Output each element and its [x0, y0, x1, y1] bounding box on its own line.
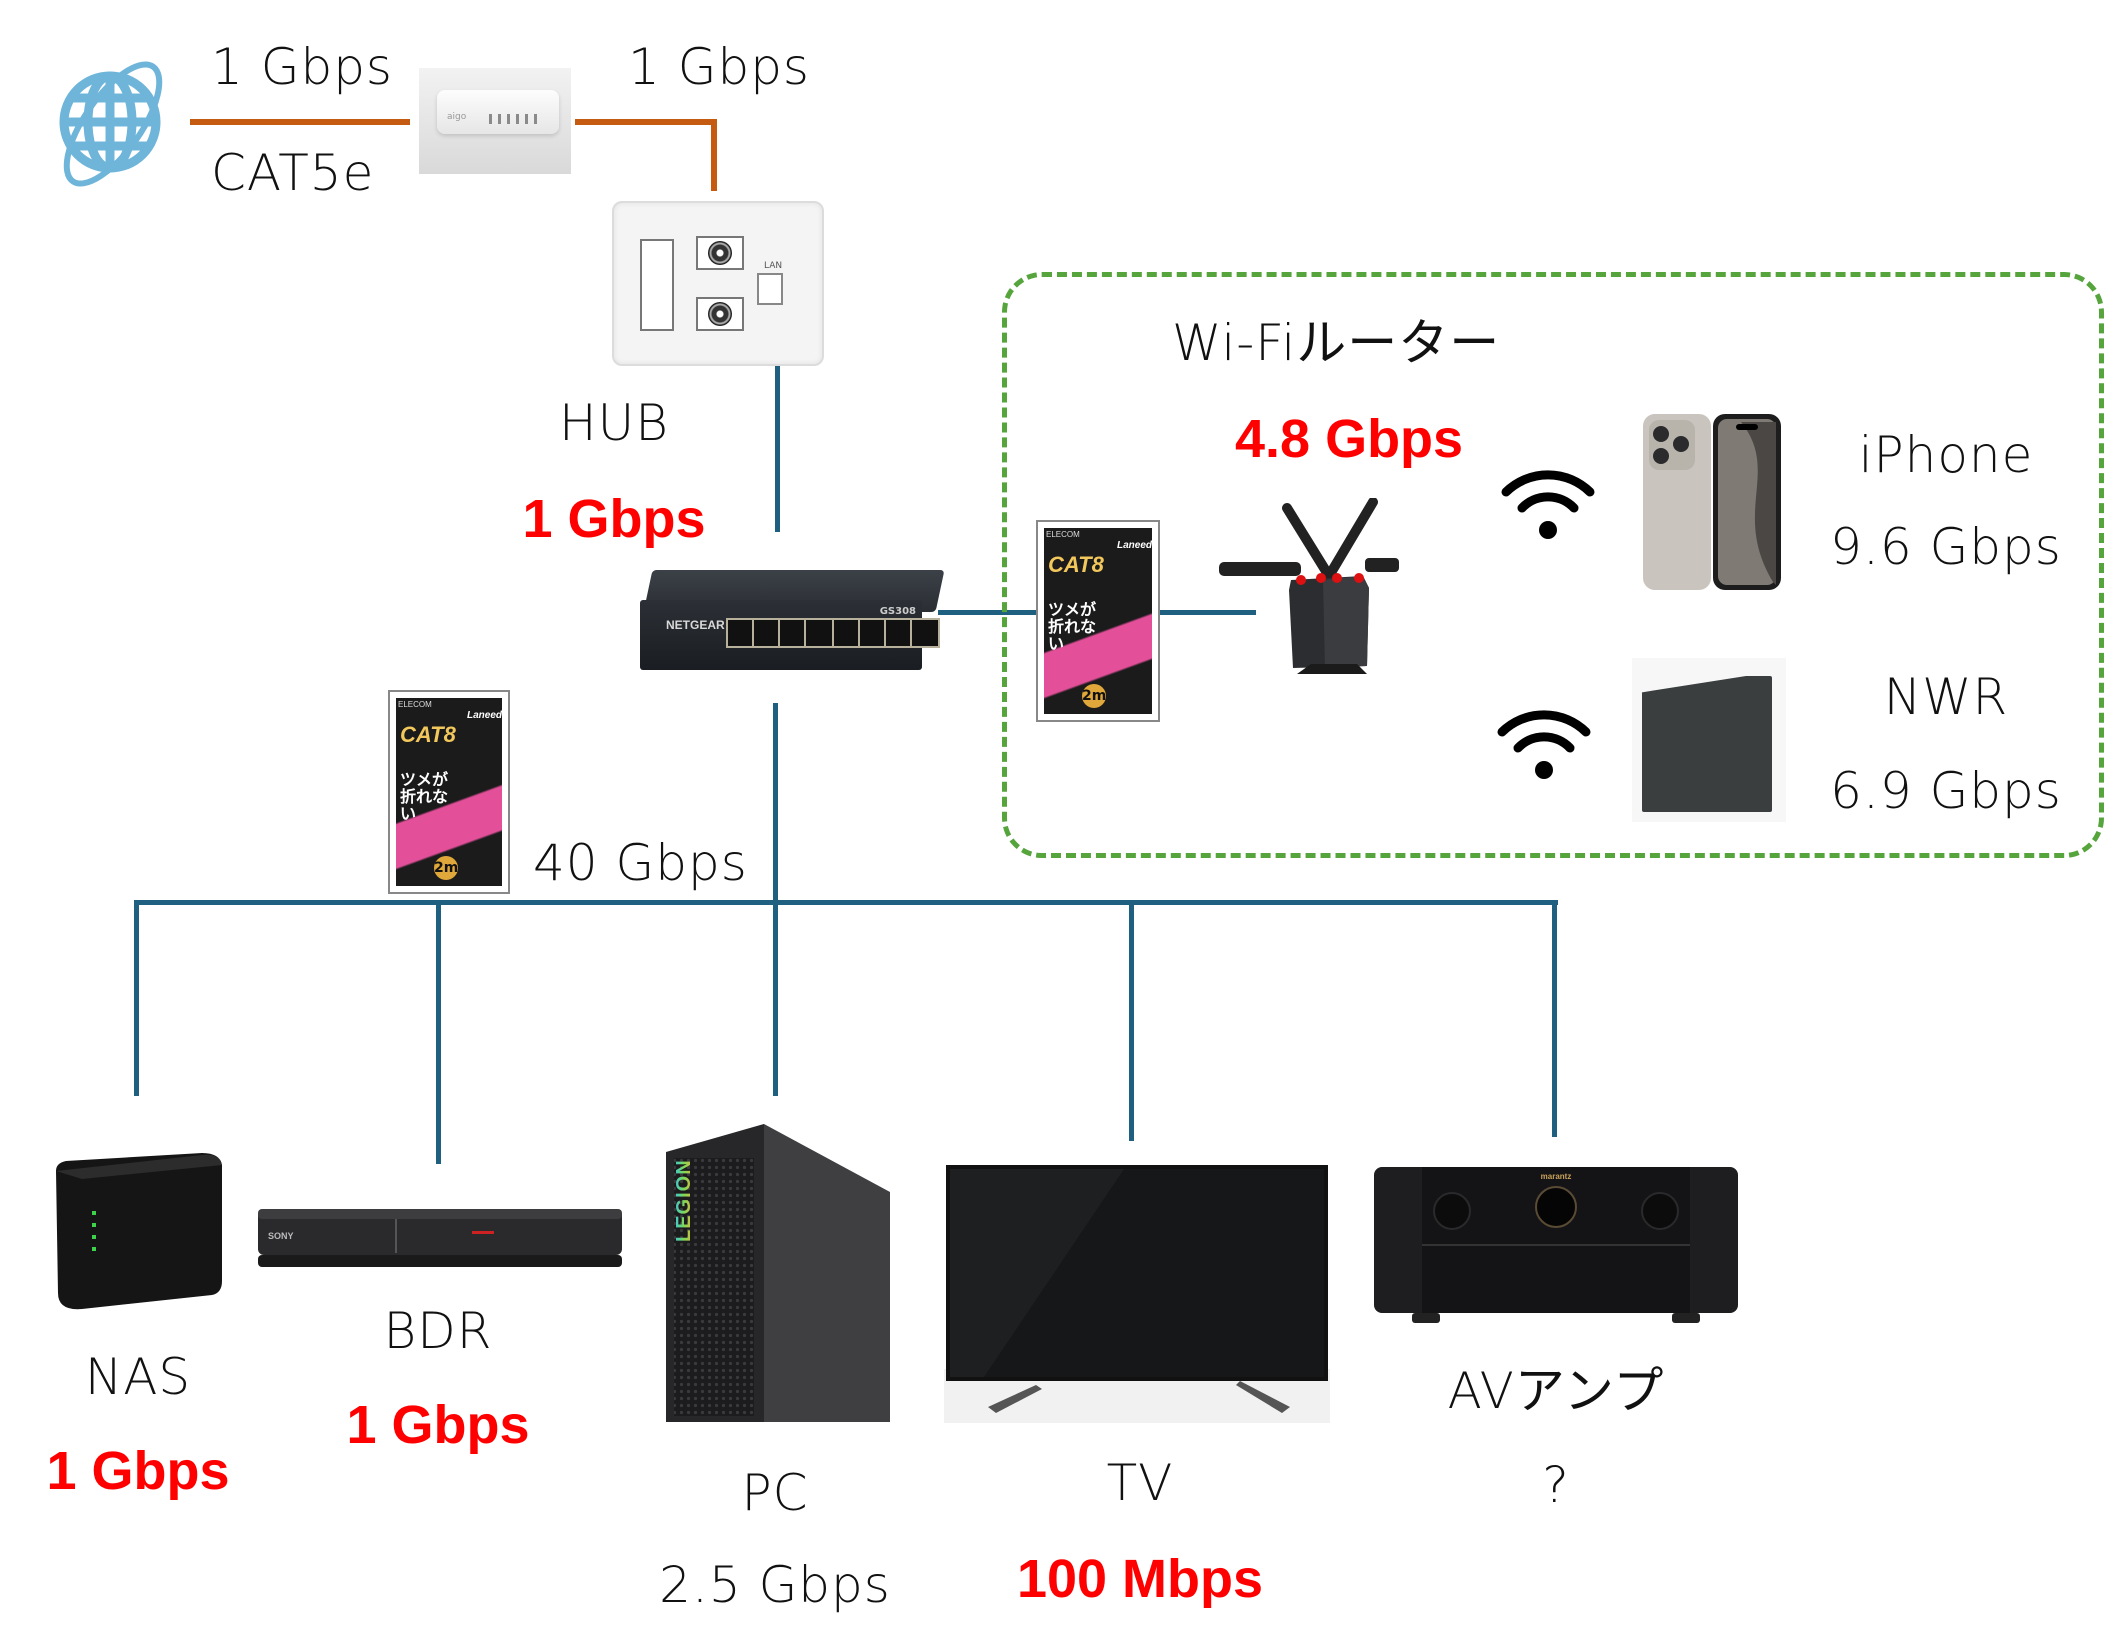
package-category-text: CAT8	[1048, 552, 1104, 577]
tv-speed-label: 100 Mbps	[1016, 1549, 1264, 1609]
onu-switch-image: aigo	[419, 68, 571, 174]
cable-onu-to-outlet-horizontal	[575, 119, 717, 125]
cable-bus	[134, 900, 1558, 905]
onu-speed-label: 1 Gbps	[628, 38, 810, 96]
cat8-cable-package-image: ELECOM Laneed CAT8 ツメが折れない 2m	[388, 690, 510, 894]
bdr-speed-label: 1 Gbps	[346, 1395, 530, 1455]
cable-onu-to-outlet-vertical	[711, 119, 717, 191]
wifi-router-speed-label: 4.8 Gbps	[1235, 409, 1464, 469]
nas-label: NAS	[84, 1348, 192, 1406]
svg-text:LEGION: LEGION	[673, 1159, 695, 1242]
nwr-router-image	[1632, 658, 1786, 822]
wifi-signal-icon	[1501, 470, 1595, 539]
package-tagline-text: ツメが折れない	[400, 770, 449, 823]
onu-brand-text: aigo	[447, 112, 467, 122]
wifi-group-box	[1002, 272, 2104, 858]
iphone-image	[1643, 414, 1781, 590]
pc-tower-image: LEGION	[666, 1124, 890, 1422]
iphone-speed-label: 9.6 Gbps	[1830, 518, 2062, 576]
tv-label: TV	[1106, 1454, 1174, 1512]
package-brand-text: ELECOM	[398, 700, 432, 709]
hub-switch-image: NETGEAR GS308	[640, 570, 945, 672]
package-brand-text: ELECOM	[1046, 530, 1080, 539]
avamp-speed-label: ?	[1542, 1456, 1570, 1514]
lan-port-label: LAN	[764, 261, 783, 271]
nwr-speed-label: 6.9 Gbps	[1830, 762, 2062, 820]
package-length-badge: 2m	[1082, 684, 1106, 708]
wifi-router-title: Wi-Fiルーター	[1172, 314, 1501, 372]
globe-icon	[59, 61, 163, 187]
cable-internet-to-onu	[190, 119, 410, 125]
package-length-badge: 2m	[434, 856, 458, 880]
cat8-cable-package-image: ELECOM Laneed CAT8 ツメが折れない 2m	[1036, 520, 1160, 722]
av-amplifier-image: marantz	[1374, 1167, 1738, 1323]
cable-drop-bdr	[436, 900, 441, 1164]
hub-speed-label: 1 Gbps	[522, 489, 706, 549]
nwr-label: NWR	[1883, 668, 2009, 726]
cable-drop-tv	[1129, 900, 1134, 1141]
wall-outlet-image: LAN	[612, 201, 824, 366]
bdr-label: BDR	[383, 1302, 493, 1360]
cable-drop-nas	[134, 900, 139, 1096]
wifi-router-image	[1219, 498, 1399, 674]
cable-drop-avamp	[1552, 900, 1557, 1137]
bdr-recorder-image: SONY	[258, 1209, 622, 1267]
svg-text:marantz: marantz	[1541, 1172, 1572, 1181]
avamp-label: AVアンプ	[1447, 1362, 1665, 1420]
package-tagline-text: ツメが折れない	[1048, 600, 1097, 653]
package-category-text: CAT8	[400, 722, 456, 747]
iphone-label: iPhone	[1858, 426, 2034, 484]
cable-hub-to-bus	[773, 703, 778, 1096]
tv-image	[944, 1165, 1330, 1423]
hub-brand-text: NETGEAR	[666, 618, 725, 632]
pc-label: PC	[741, 1464, 809, 1522]
wifi-signal-icon	[1497, 710, 1591, 779]
nas-image	[56, 1153, 222, 1310]
pc-speed-label: 2.5 Gbps	[659, 1556, 891, 1614]
cat8-speed-label: 40 Gbps	[533, 834, 748, 892]
cable-type-label: CAT5e	[211, 144, 375, 202]
hub-label: HUB	[559, 394, 669, 452]
lan-port	[757, 273, 783, 305]
hub-model-text: GS308	[879, 606, 916, 617]
internet-speed-label: 1 Gbps	[211, 38, 393, 96]
package-line-text: Laneed	[1116, 540, 1152, 551]
cable-outlet-to-hub	[775, 292, 780, 532]
nas-speed-label: 1 Gbps	[46, 1441, 230, 1501]
svg-text:SONY: SONY	[268, 1231, 294, 1241]
package-line-text: Laneed	[466, 710, 502, 721]
